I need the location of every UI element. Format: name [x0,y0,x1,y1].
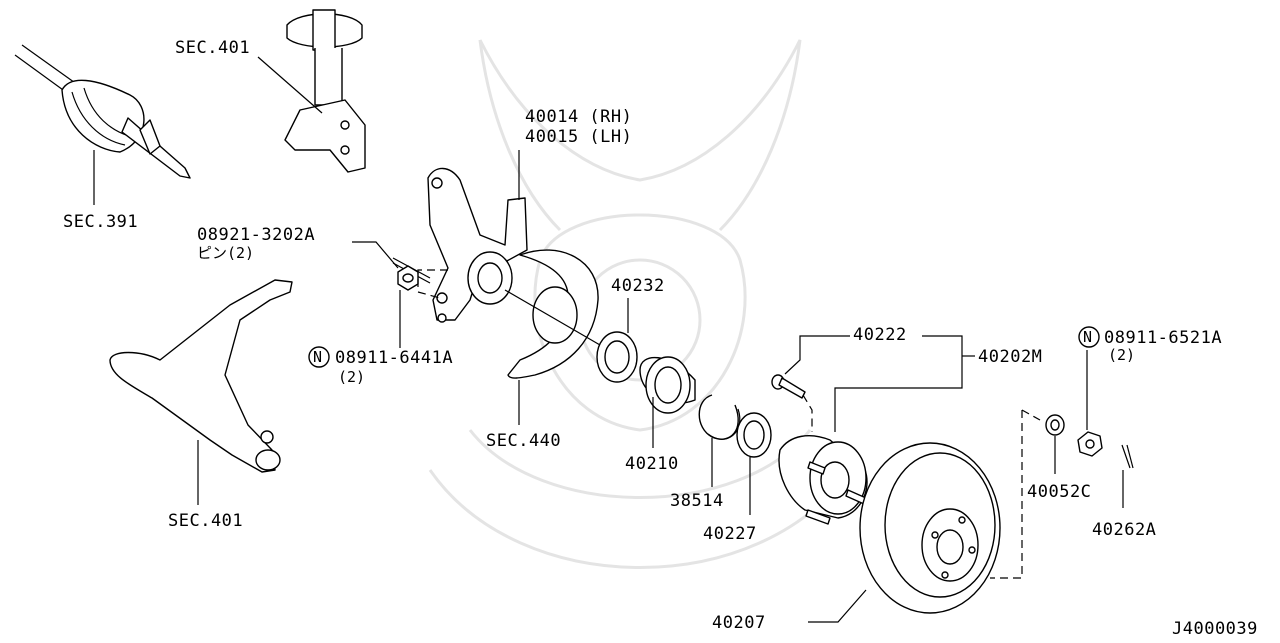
splash-shield [504,249,601,379]
label-bearing: 40210 [625,454,679,474]
nut-marker-circle [308,346,330,368]
diagram-code: J4000039 [1172,619,1258,638]
label-bolt: 40222 [853,325,907,345]
label-rotor: 40207 [712,613,766,633]
label-knuckle-rh: 40014 (RH) [525,107,632,127]
steering-knuckle [427,167,528,323]
label-snap-ring: 38514 [670,491,724,511]
label-nut-qty: (2) [338,368,365,386]
label-cotter-pin: 40262A [1092,520,1156,540]
brake-rotor [859,442,1001,614]
wheel-hub [778,434,868,525]
label-seal-outer: 40232 [611,276,665,296]
locknut-marker-circle [1078,326,1100,348]
label-pin-qty: ピン(2) [197,244,254,262]
lower-control-arm [109,279,293,473]
label-pin-part: 08921-3202A [197,225,315,245]
strut-assembly [284,9,366,173]
leader-lines [93,56,1124,623]
label-sec440: SEC.440 [486,431,561,451]
label-nut-marker: N [313,348,322,366]
label-sec401-top: SEC.401 [175,38,250,58]
grease-seal-outer [596,331,638,383]
snap-ring [698,394,741,440]
drive-shaft [14,44,191,179]
grease-seal-inner [736,412,772,458]
label-sec391: SEC.391 [63,212,138,232]
cotter-pin [1121,444,1134,469]
label-sec401-bottom: SEC.401 [168,511,243,531]
label-locknut-marker: N [1083,328,1092,346]
part-labels: SEC.401 SEC.391 40014 (RH) 40015 (LH) 08… [63,38,1258,639]
wheel-bearing [639,356,696,414]
washer-and-locknut [1045,414,1103,457]
hub-bolt [771,374,806,399]
pin-and-nut [392,257,431,291]
label-nut-part: 08911-6441A [335,348,453,368]
label-seal-inner: 40227 [703,524,757,544]
label-locknut-part: 08911-6521A [1104,328,1222,348]
label-washer: 40052C [1027,482,1091,502]
label-hub-assy: 40202M [978,347,1042,367]
label-knuckle-lh: 40015 (LH) [525,127,632,147]
label-locknut-qty: (2) [1108,346,1135,364]
